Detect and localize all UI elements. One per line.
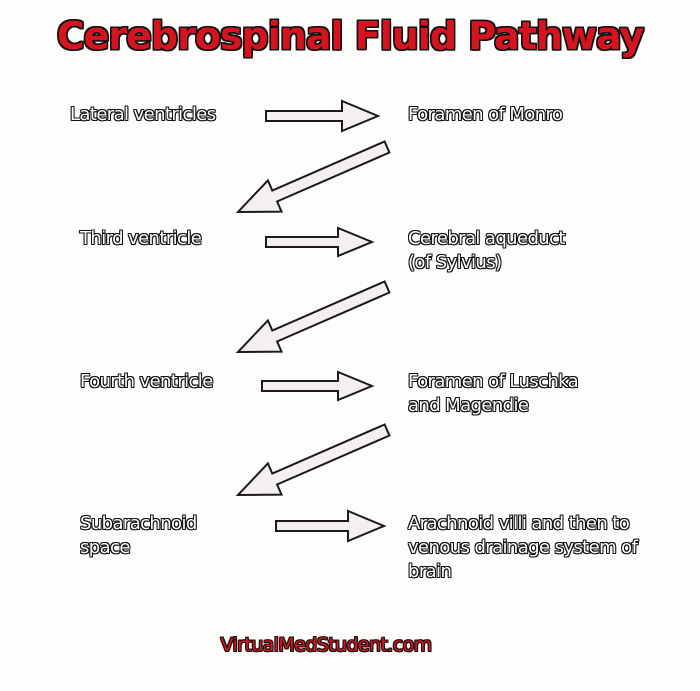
node-foramen-of-luschka-and-magendie: Foramen of Luschka and Magendie [408, 371, 579, 416]
arrow-luschka-to-subarachnoid [235, 423, 391, 497]
arrow-aqueduct-to-fourth [235, 280, 391, 354]
node-fourth-ventricle: Fourth ventricle [80, 371, 213, 392]
node-subarachnoid-space: Subarachnoid space [80, 513, 197, 558]
node-foramen-of-monro: Foramen of Monro [408, 104, 563, 125]
arrow-subarachnoid-to-villi [275, 509, 387, 543]
arrow-fourth-to-luschka [261, 370, 375, 402]
diagram-title: Cerebrospinal Fluid Pathway [56, 14, 645, 58]
arrow-lateral-to-monro [265, 99, 381, 133]
arrow-third-to-aqueduct [265, 226, 375, 258]
node-cerebral-aqueduct: Cerebral aqueduct (of Sylvius) [408, 228, 565, 273]
node-arachnoid-villi: Arachnoid villi and then to venous drain… [408, 513, 638, 582]
node-lateral-ventricles: Lateral ventricles [70, 104, 216, 125]
arrow-monro-to-third [235, 140, 391, 214]
node-third-ventricle: Third ventricle [80, 228, 202, 249]
footer-credit: VirtualMedStudent.com [220, 634, 432, 656]
